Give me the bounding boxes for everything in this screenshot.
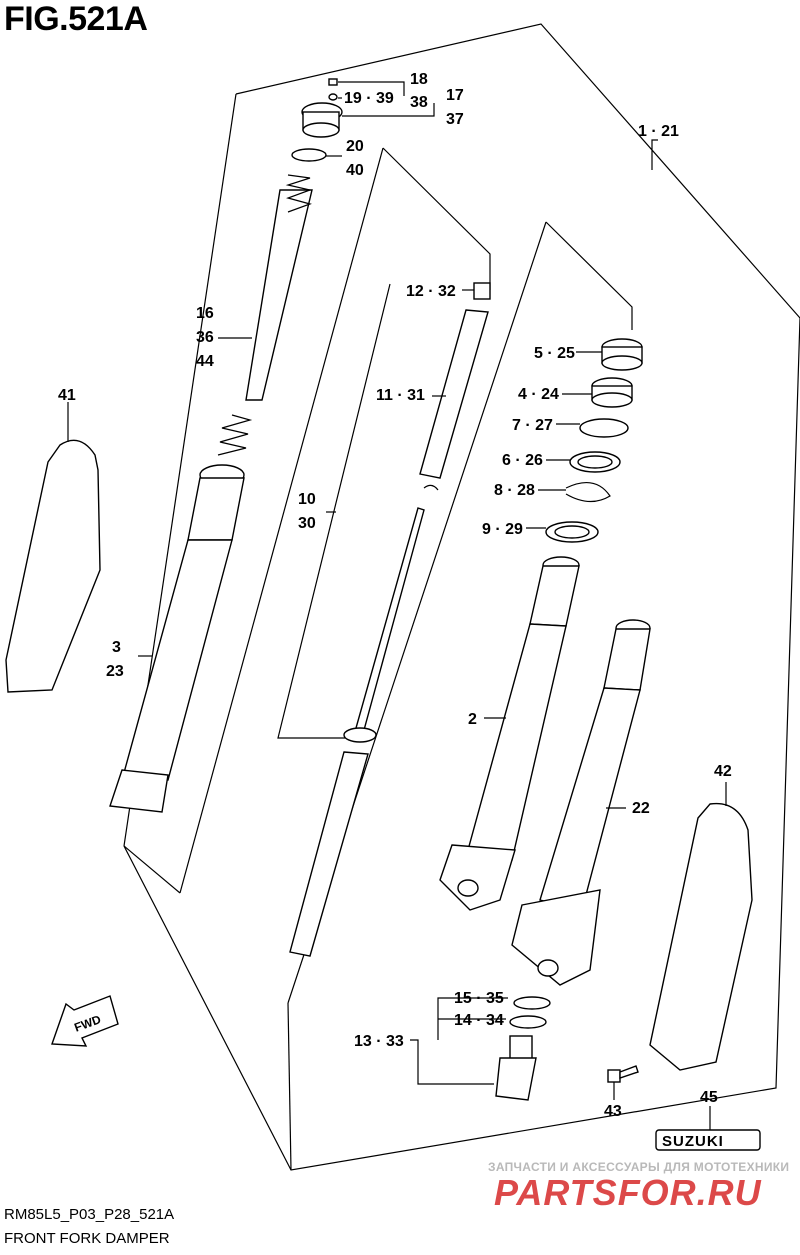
washer-part-7 xyxy=(579,418,629,438)
callout-16: 16 xyxy=(196,305,214,322)
callout-1-21: 1 · 21 xyxy=(638,123,679,140)
callout-8-28: 8 · 28 xyxy=(494,482,535,499)
bolt-part-18 xyxy=(328,78,338,101)
leader-lines xyxy=(67,81,727,1130)
oil-seal-part-6 xyxy=(569,451,621,473)
callout-4-24: 4 · 24 xyxy=(518,386,559,403)
callout-19-39: 19 · 39 xyxy=(344,90,394,107)
fork-cap-part-17 xyxy=(301,102,343,138)
bushing-part-5 xyxy=(601,338,643,371)
callout-38: 38 xyxy=(410,94,428,111)
callout-9-29: 9 · 29 xyxy=(482,521,523,538)
callout-5-25: 5 · 25 xyxy=(534,345,575,362)
watermark-logo: PARTSFOR.RU xyxy=(494,1172,762,1213)
o-ring-part-20 xyxy=(291,148,327,162)
suzuki-emblem-part-45 xyxy=(655,1129,761,1151)
dust-seal-part-9 xyxy=(545,521,599,543)
collar-part-12 xyxy=(473,282,491,300)
callout-44: 44 xyxy=(196,353,214,370)
watermark-tagline: ЗАПЧАСТИ И АКСЕССУАРЫ ДЛЯ МОТОТЕХНИКИ xyxy=(488,1160,790,1174)
damper-rod-part-10 xyxy=(289,507,425,957)
figure-title: FIG.521A xyxy=(4,0,148,38)
callout-labels: 18 19 · 39 38 17 37 1 · 21 20 40 12 · 32… xyxy=(58,71,732,1150)
callout-18: 18 xyxy=(410,71,428,88)
callout-15-35: 15 · 35 xyxy=(454,990,504,1007)
o-ring-part-14 xyxy=(509,1015,547,1029)
callout-36: 36 xyxy=(196,329,214,346)
inner-tube-part-22 xyxy=(511,619,651,986)
outer-tube-part-3 xyxy=(109,464,245,813)
callout-43: 43 xyxy=(604,1103,622,1120)
assembly-outline xyxy=(123,23,800,1171)
figure-code: RM85L5_P03_P28_521A xyxy=(4,1206,175,1223)
figure-name: FRONT FORK DAMPER xyxy=(4,1230,170,1247)
base-valve-part-13 xyxy=(495,1035,537,1101)
callout-20: 20 xyxy=(346,138,364,155)
callout-42: 42 xyxy=(714,763,732,780)
rod-guide-part-11 xyxy=(419,309,489,479)
callout-7-27: 7 · 27 xyxy=(512,417,553,434)
callout-10: 10 xyxy=(298,491,316,508)
cartridge-group-outline xyxy=(277,283,391,739)
callout-12-32: 12 · 32 xyxy=(406,283,456,300)
callout-2: 2 xyxy=(468,711,477,728)
fork-guard-part-42 xyxy=(649,802,753,1071)
callout-45: 45 xyxy=(700,1089,718,1106)
callout-6-26: 6 · 26 xyxy=(502,452,543,469)
callout-37: 37 xyxy=(446,111,464,128)
damper-group-outline xyxy=(382,147,491,290)
callout-22: 22 xyxy=(632,800,650,817)
callout-40: 40 xyxy=(346,162,364,179)
callout-41: 41 xyxy=(58,387,76,404)
callout-30: 30 xyxy=(298,515,316,532)
bolt-part-43 xyxy=(607,1065,639,1083)
callout-13-33: 13 · 33 xyxy=(354,1033,404,1050)
bushing-part-4 xyxy=(591,377,633,408)
inner-tube-part-2 xyxy=(439,556,580,911)
suzuki-label: SUZUKI xyxy=(662,1133,724,1150)
stopper-ring-part-8 xyxy=(565,481,611,503)
clip-ring xyxy=(423,484,439,491)
callout-3: 3 xyxy=(112,639,121,656)
callout-17: 17 xyxy=(446,87,464,104)
spring-rod-part-16 xyxy=(217,174,313,456)
callout-14-34: 14 · 34 xyxy=(454,1012,504,1029)
o-ring-part-15 xyxy=(513,996,551,1010)
callout-23: 23 xyxy=(106,663,124,680)
fork-guard-part-41 xyxy=(5,439,101,693)
callout-11-31: 11 · 31 xyxy=(376,387,425,404)
forward-arrow-icon xyxy=(51,995,119,1047)
